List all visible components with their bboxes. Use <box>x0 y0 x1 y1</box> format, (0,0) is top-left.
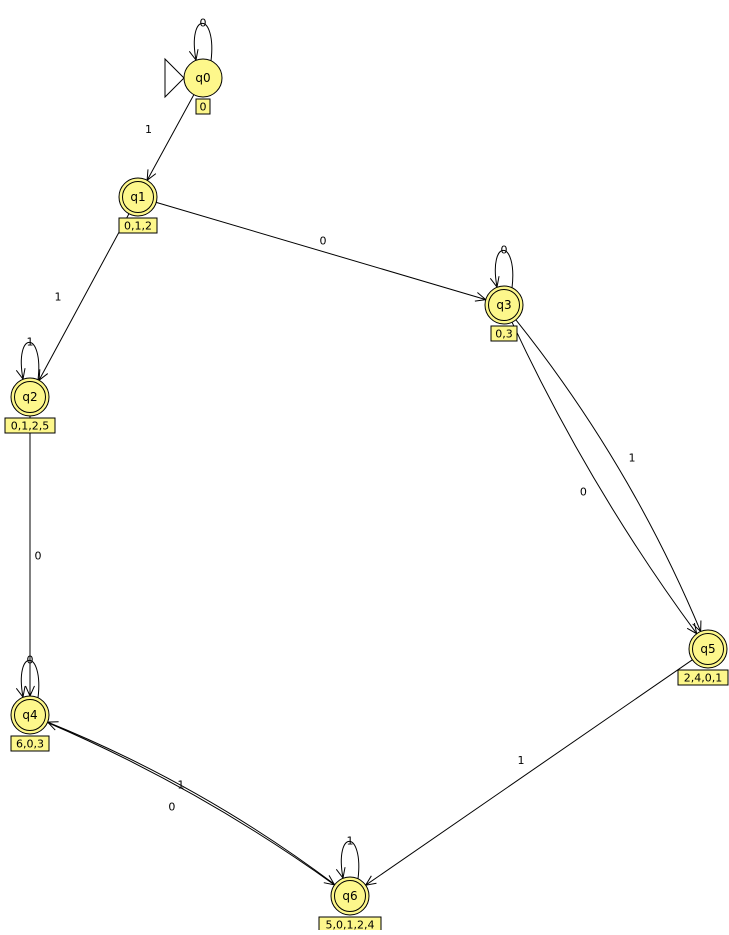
transition-symbol: 1 <box>347 835 354 848</box>
transition-q6-q6[interactable]: 1 <box>335 835 360 880</box>
state-tag-box <box>118 217 158 234</box>
states-layer: q0 0 q1 0,1,2 q2 0,1,2,5 q3 0,3 q4 6,0,3 q5 2,4,0,1… <box>4 57 729 933</box>
state-label: q1 <box>130 190 145 204</box>
transition-q6-q4[interactable]: 0 <box>46 721 336 885</box>
transition-line <box>156 201 486 301</box>
state-circle <box>10 377 50 417</box>
state-q4[interactable]: q4 6,0,3 <box>10 695 50 752</box>
transition-symbol: 1 <box>518 754 525 767</box>
transition-loop-line <box>20 659 40 699</box>
state-label: q6 <box>342 889 357 903</box>
transition-arrowhead <box>489 276 500 289</box>
state-label: q4 <box>22 708 37 722</box>
final-state-ring <box>334 880 366 912</box>
state-tag: 0 <box>200 101 207 114</box>
transition-line <box>146 94 195 181</box>
final-state-ring <box>122 181 154 213</box>
transition-line <box>38 213 130 381</box>
state-label: q3 <box>496 298 511 312</box>
transition-line <box>365 659 693 886</box>
transition-line <box>47 721 336 885</box>
transition-line <box>511 322 698 634</box>
transition-symbol: 1 <box>55 291 62 304</box>
transition-arrowhead <box>335 867 346 880</box>
state-tag: 0,1,2 <box>124 220 152 233</box>
final-state-ring <box>14 699 46 731</box>
state-tag-box <box>4 417 56 434</box>
state-tag-box <box>490 325 518 342</box>
transition-symbol: 0 <box>580 486 587 499</box>
transition-q5-q6[interactable]: 1 <box>364 659 693 886</box>
state-q2[interactable]: q2 0,1,2,5 <box>4 377 56 434</box>
transition-symbol: 0 <box>200 17 207 30</box>
state-label: q5 <box>700 642 715 656</box>
state-q0[interactable]: q0 0 <box>183 58 223 115</box>
state-circle <box>484 285 524 325</box>
final-state-ring <box>488 289 520 321</box>
state-label: q2 <box>22 390 37 404</box>
state-tag: 5,0,1,2,4 <box>326 919 375 931</box>
state-q6[interactable]: q6 5,0,1,2,4 <box>318 876 382 933</box>
transition-symbol: 0 <box>35 550 42 563</box>
state-label: q0 <box>195 71 210 85</box>
state-circle <box>183 58 223 98</box>
transition-q1-q2[interactable]: 1 <box>38 213 130 382</box>
state-q3[interactable]: q3 0,3 <box>484 285 524 342</box>
state-tag-box <box>677 669 729 686</box>
state-circle <box>330 876 370 916</box>
transition-symbol: 0 <box>320 235 327 248</box>
transition-loop-line <box>193 22 213 62</box>
transition-arrowhead <box>188 49 199 62</box>
transition-symbol: 1 <box>145 123 152 136</box>
transition-symbol: 1 <box>629 451 636 464</box>
state-circle <box>118 177 158 217</box>
transition-symbol: 0 <box>168 801 175 814</box>
transition-symbol: 1 <box>27 336 34 349</box>
transition-q0-q1[interactable]: 1 <box>145 94 195 182</box>
state-circle <box>688 629 728 669</box>
state-tag-box <box>10 735 50 752</box>
state-tag-box <box>195 98 211 115</box>
transition-loop-line <box>20 341 40 381</box>
transition-loop-line <box>340 840 360 880</box>
transition-symbol: 0 <box>27 654 34 667</box>
transition-arrowhead <box>15 686 26 699</box>
initial-state-arrow <box>164 57 185 99</box>
transition-arrowhead <box>15 368 26 381</box>
transition-q2-q2[interactable]: 1 <box>15 336 40 381</box>
state-tag: 0,1,2,5 <box>11 420 49 433</box>
state-q1[interactable]: q1 0,1,2 <box>118 177 158 234</box>
transition-symbol: 0 <box>501 244 508 257</box>
state-tag: 2,4,0,1 <box>684 672 722 685</box>
final-state-ring <box>14 381 46 413</box>
transition-q3-q5[interactable]: 1 <box>515 319 702 633</box>
state-tag: 6,0,3 <box>16 738 44 751</box>
transition-line <box>515 319 702 632</box>
state-tag: 0,3 <box>495 328 513 341</box>
state-circle <box>10 695 50 735</box>
transition-q1-q3[interactable]: 0 <box>156 201 487 302</box>
state-q5[interactable]: q5 2,4,0,1 <box>677 629 729 686</box>
transition-line <box>47 722 335 886</box>
transition-q0-q0[interactable]: 0 <box>188 17 213 62</box>
transition-q4-q6[interactable]: 1 <box>47 722 336 886</box>
transition-loop-line <box>494 249 514 289</box>
final-state-ring <box>692 633 724 665</box>
transition-q3-q3[interactable]: 0 <box>489 244 514 289</box>
transition-q3-q5[interactable]: 0 <box>511 322 698 635</box>
